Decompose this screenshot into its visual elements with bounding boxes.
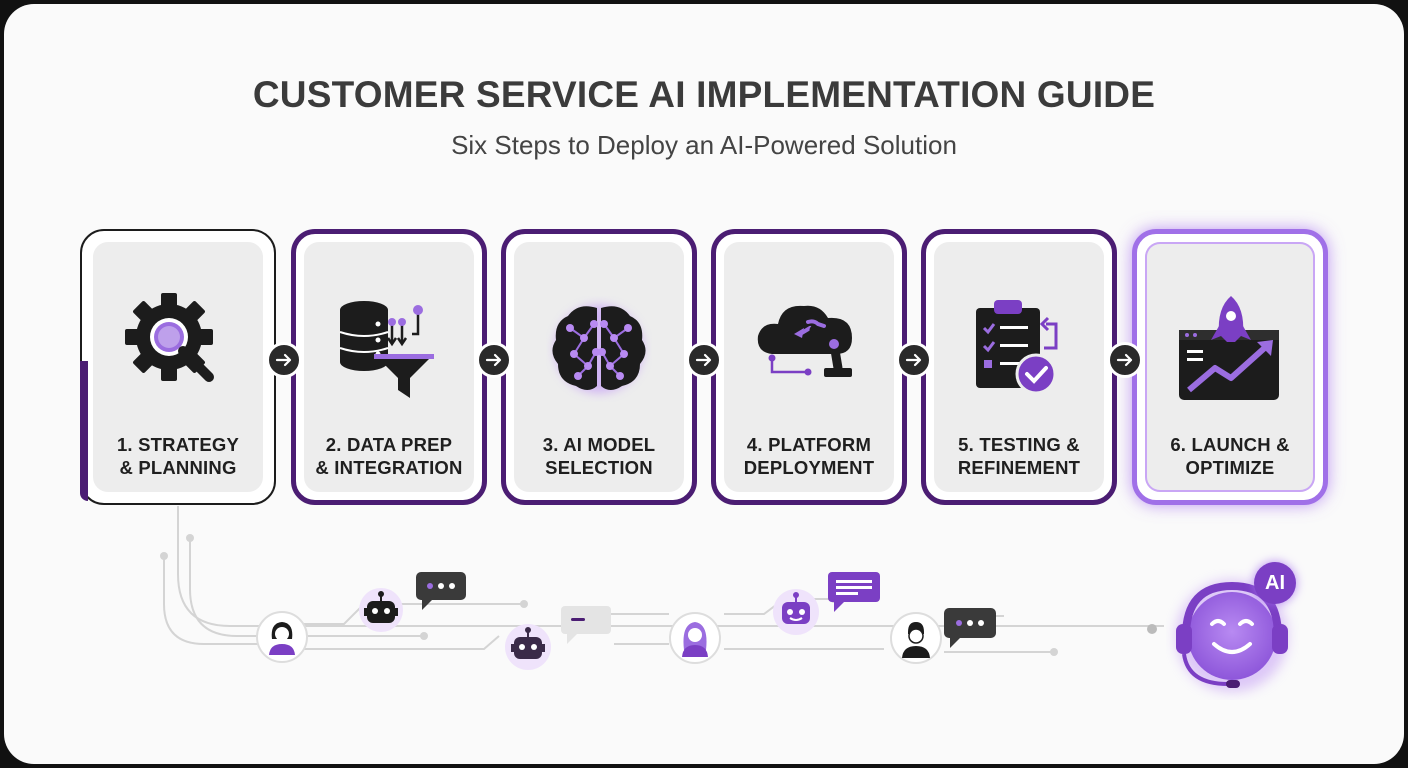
step-card-strategy-planning: 1. STRATEGY& PLANNING <box>80 229 276 505</box>
arrow-right-icon <box>1116 353 1133 367</box>
step-label: 1. STRATEGY& PLANNING <box>116 434 240 478</box>
chatbot-robot-icon <box>359 588 403 632</box>
ai-badge: AI <box>1254 562 1296 604</box>
arrow-right-icon <box>905 353 922 367</box>
cloud-robot-arm-icon <box>757 305 852 377</box>
step-card-data-prep-integration: 2. DATA PREP& INTEGRATION <box>291 229 487 505</box>
neural-brain-icon <box>552 305 646 393</box>
step-label: 6. LAUNCH &OPTIMIZE <box>1170 434 1290 478</box>
chatbot-robot-icon <box>505 624 551 670</box>
database-funnel-icon <box>339 301 434 398</box>
gear-magnifier-icon <box>125 293 214 382</box>
page-title: CUSTOMER SERVICE AI IMPLEMENTATION GUIDE <box>252 74 1156 115</box>
arrow-right-icon <box>695 353 712 367</box>
rocket-growth-icon <box>1179 296 1279 400</box>
clipboard-check-icon <box>976 300 1058 395</box>
step-arrow-3-4 <box>686 342 722 378</box>
step-card-testing-refinement: 5. TESTING &REFINEMENT <box>921 229 1117 505</box>
page-subtitle: Six Steps to Deploy an AI-Powered Soluti… <box>451 130 957 160</box>
chatbot-robot-icon <box>773 589 819 635</box>
customer-avatar-woman-icon <box>669 612 721 664</box>
step-label: 2. DATA PREP& INTEGRATION <box>315 434 463 478</box>
chat-bubble-dots-icon <box>416 572 466 610</box>
ai-assistant-avatar: AI <box>1166 560 1316 700</box>
arrow-right-icon <box>485 353 502 367</box>
infographic-canvas: CUSTOMER SERVICE AI IMPLEMENTATION GUIDE… <box>4 4 1404 764</box>
chat-bubble-line-icon <box>561 606 611 644</box>
step-label: 5. TESTING &REFINEMENT <box>957 434 1081 478</box>
ai-headset-face-icon <box>1176 580 1288 692</box>
chat-bubble-text-icon <box>828 572 880 612</box>
step-arrow-4-5 <box>896 342 932 378</box>
arrow-right-icon <box>275 353 292 367</box>
step-arrow-2-3 <box>476 342 512 378</box>
customer-avatar-woman-icon <box>256 611 308 663</box>
step-arrow-5-6 <box>1107 342 1143 378</box>
customer-avatar-man-icon <box>890 612 942 664</box>
chat-bubble-dots-icon <box>944 608 996 648</box>
step-arrow-1-2 <box>266 342 302 378</box>
step-card-launch-optimize: 6. LAUNCH &OPTIMIZE <box>1132 229 1328 505</box>
